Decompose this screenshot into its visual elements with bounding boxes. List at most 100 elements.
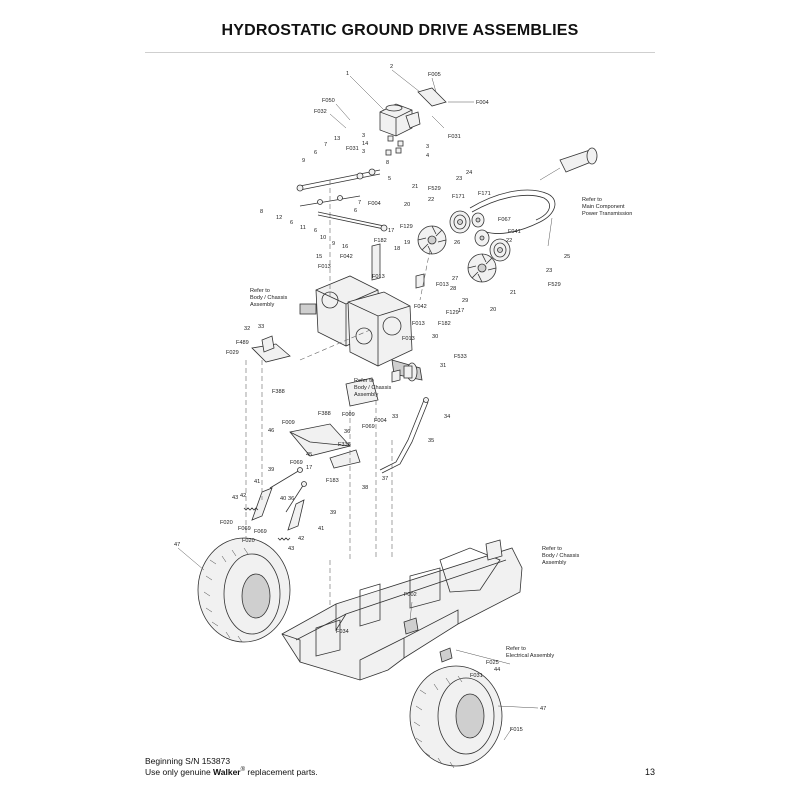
tire-left	[197, 537, 291, 643]
callout: F129	[446, 310, 459, 316]
callout: 10	[320, 235, 326, 241]
center-mount-plate	[345, 377, 379, 407]
callout: 46	[268, 428, 274, 434]
callout: 9	[302, 158, 305, 164]
note-body-chassis-right: Refer to Body / Chassis Assembly	[542, 546, 580, 566]
svg-text:Assembly: Assembly	[354, 392, 378, 398]
svg-text:Assembly: Assembly	[542, 560, 566, 566]
fan-left	[417, 225, 447, 255]
callout: 19	[404, 240, 410, 246]
callout: 41	[318, 526, 324, 532]
callout: 34	[444, 414, 450, 420]
callout: 4	[426, 153, 429, 159]
callout: F015	[510, 727, 523, 733]
callout: 8	[260, 209, 263, 215]
callout: 24	[466, 170, 472, 176]
callout: 6	[354, 208, 357, 214]
callout: F042	[414, 304, 427, 310]
note-electrical: Refer to Electrical Assembly	[506, 646, 554, 659]
callout: 30	[432, 334, 438, 340]
callout: 40	[280, 496, 286, 502]
callout: F069	[290, 460, 303, 466]
callout: F009	[282, 420, 295, 426]
callout: F025	[486, 660, 499, 666]
callout: 15	[316, 254, 322, 260]
callout: F002	[404, 592, 417, 598]
callout: 17	[458, 308, 464, 314]
callout: F050	[322, 98, 335, 104]
callout: F029	[226, 350, 239, 356]
callout: F041	[508, 229, 521, 235]
callout: F031	[448, 134, 461, 140]
callout: F005	[428, 72, 441, 78]
callout: 6	[290, 220, 293, 226]
chassis-frame	[281, 539, 523, 681]
callout: 1	[346, 71, 349, 77]
callout: 7	[358, 200, 361, 206]
callout: 3	[426, 144, 429, 150]
axle-hub-right	[403, 362, 418, 382]
callout: 37	[382, 476, 388, 482]
callout: 33	[392, 414, 398, 420]
callout: F182	[374, 238, 387, 244]
callout: F004	[374, 418, 387, 424]
svg-text:Refer to: Refer to	[250, 288, 270, 294]
callout: F034	[336, 629, 349, 635]
callout: 38	[362, 485, 368, 491]
springs	[243, 507, 291, 541]
callout: 35	[428, 438, 434, 444]
tire-right	[409, 665, 503, 769]
callout: F067	[498, 217, 511, 223]
callout: 26	[454, 240, 460, 246]
callout: F013	[318, 264, 331, 270]
upper-linkage-rods	[296, 168, 388, 232]
pulley-left	[449, 210, 471, 234]
callout: 21	[412, 184, 418, 190]
svg-text:Refer to: Refer to	[542, 546, 562, 552]
callout: 28	[450, 286, 456, 292]
callout: 21	[510, 290, 516, 296]
title-divider	[145, 52, 655, 53]
callout: 41	[254, 479, 260, 485]
hydraulic-reservoir	[379, 103, 421, 137]
callout: F171	[478, 191, 491, 197]
callout: 12	[276, 215, 282, 221]
callout: 22	[506, 238, 512, 244]
callout: F020	[242, 538, 255, 544]
callout: 36	[288, 496, 294, 502]
callout: F336	[338, 442, 351, 448]
callout: 3	[362, 149, 365, 155]
fan-right	[467, 253, 497, 283]
callout: F183	[326, 478, 339, 484]
genuine-parts-note: Use only genuine Walker® replacement par…	[145, 767, 318, 777]
callout: 27	[452, 276, 458, 282]
callout: 42	[298, 536, 304, 542]
callout: 33	[258, 324, 264, 330]
callout: F489	[236, 340, 249, 346]
callout: F013	[372, 274, 385, 280]
callout: F529	[548, 282, 561, 288]
note-body-chassis-center: Refer to Body / Chassis Assembly	[354, 378, 392, 398]
svg-text:Refer to: Refer to	[354, 378, 374, 384]
left-mount-bracket	[251, 335, 291, 363]
callout: 11	[300, 225, 306, 231]
callout: 8	[386, 160, 389, 166]
svg-text:Refer to: Refer to	[506, 646, 526, 652]
callout: 16	[342, 244, 348, 250]
callout: 6	[314, 228, 317, 234]
callout: F031	[470, 673, 483, 679]
svg-text:Body / Chassis: Body / Chassis	[542, 553, 580, 559]
svg-text:Refer to: Refer to	[582, 197, 602, 203]
callout: 23	[456, 176, 462, 182]
callout: 9	[332, 241, 335, 247]
callout: F069	[238, 526, 251, 532]
fittings-3-4	[385, 135, 404, 156]
leader-lines	[177, 69, 553, 741]
callout: F013	[402, 336, 415, 342]
callout: 39	[330, 510, 336, 516]
callout: 17	[306, 465, 312, 471]
page-number: 13	[645, 767, 656, 777]
svg-text:Body / Chassis: Body / Chassis	[354, 385, 392, 391]
callout: 3	[362, 133, 365, 139]
callout: 43	[288, 546, 294, 552]
